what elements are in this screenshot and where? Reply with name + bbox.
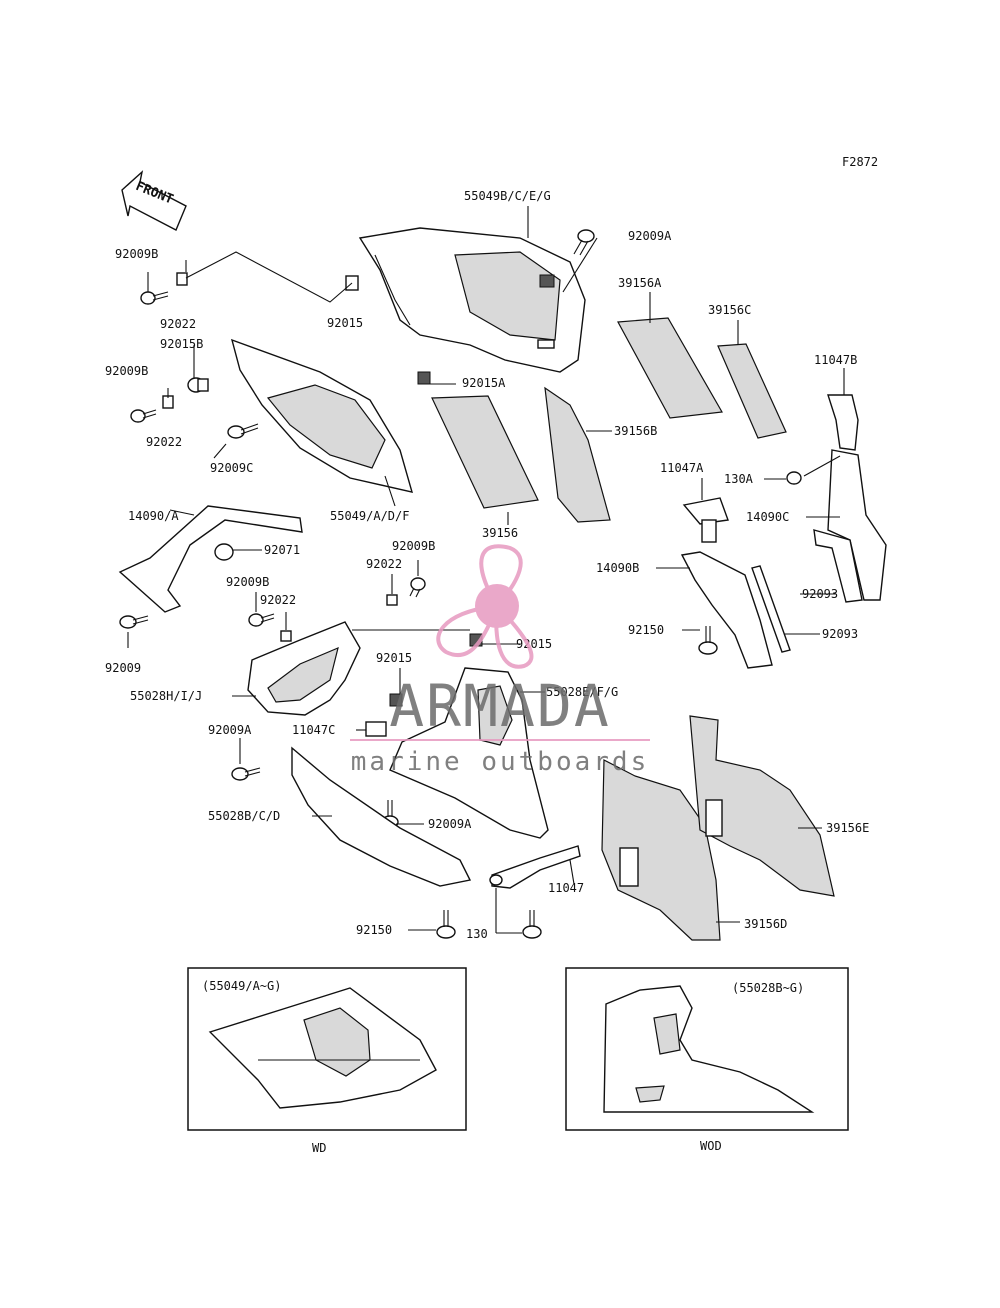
callout-39156c: 39156C: [708, 303, 751, 317]
callout-92015-mid2: 92015: [376, 651, 412, 665]
callout-92150-right: 92150: [628, 623, 664, 637]
inset-wd-label: WD: [312, 1141, 326, 1155]
callout-92015a: 92015A: [462, 376, 506, 390]
inset-wod: (55028B~G) WOD: [565, 967, 849, 1153]
bracket-11047-part: [489, 845, 581, 889]
callout-39156d: 39156D: [744, 917, 787, 931]
callout-92009a-top: 92009A: [628, 229, 672, 243]
callout-92022-mid: 92022: [146, 435, 182, 449]
callout-55049adf: 55049/A/D/F: [330, 509, 409, 523]
callout-92093-2: 92093: [822, 627, 858, 641]
callout-92015-mid1: 92015: [516, 637, 552, 651]
callout-11047a: 11047A: [660, 461, 704, 475]
watermark-tagline: marine outboards: [351, 747, 649, 777]
callout-39156b: 39156B: [614, 424, 657, 438]
callout-39156: 39156: [482, 526, 518, 540]
callout-39156e: 39156E: [826, 821, 869, 835]
upper-fairing-part: [358, 206, 598, 373]
callout-39156a: 39156A: [618, 276, 662, 290]
callout-55028efg: 55028E/F/G: [546, 685, 618, 699]
inset-wod-caption: (55028B~G): [732, 981, 804, 995]
large-pads: [601, 715, 835, 941]
callout-92009a-low: 92009A: [208, 723, 252, 737]
inner-pads: [431, 317, 787, 523]
callout-11047b: 11047B: [814, 353, 857, 367]
callout-55028bcd: 55028B/C/D: [208, 809, 280, 823]
callout-92015-top: 92015: [327, 316, 363, 330]
callout-92009a-bot: 92009A: [428, 817, 472, 831]
callout-55028hij: 55028H/I/J: [130, 689, 202, 703]
callout-92015b: 92015B: [160, 337, 203, 351]
callout-92022-low2: 92022: [260, 593, 296, 607]
callout-55049bceg: 55049B/C/E/G: [464, 189, 551, 203]
inset-wd-caption: (55049/A~G): [202, 979, 281, 993]
callout-92009b-top: 92009B: [115, 247, 158, 261]
callout-130: 130: [466, 927, 488, 941]
part-callouts: 55049B/C/E/G 92009A 92009B 92022 92015 9…: [105, 189, 869, 941]
callout-92009b-low: 92009B: [392, 539, 435, 553]
front-arrow-icon: FRONT: [121, 170, 187, 231]
lower-cowl-part: [389, 667, 549, 839]
inset-wd: (55049/A~G) WD: [187, 967, 467, 1155]
callout-130a: 130A: [724, 472, 754, 486]
watermark-brand: ARMADA: [389, 672, 611, 740]
lower-left-fairing-part: [230, 338, 413, 507]
armada-watermark: ARMADA marine outboards: [350, 544, 650, 777]
callout-92022-top: 92022: [160, 317, 196, 331]
propeller-logo-icon: [436, 544, 534, 669]
callout-92009c: 92009C: [210, 461, 253, 475]
callout-92071: 92071: [264, 543, 300, 557]
callout-92009: 92009: [105, 661, 141, 675]
inset-wod-label: WOD: [700, 1139, 722, 1153]
callout-14090a: 14090/A: [128, 509, 179, 523]
lower-cowl-left-part: [291, 746, 472, 887]
figure-code: F2872: [842, 155, 878, 169]
leader-lines: [127, 251, 845, 934]
callout-11047: 11047: [548, 881, 584, 895]
callout-11047c: 11047C: [292, 723, 335, 737]
callout-92009b-mid: 92009B: [105, 364, 148, 378]
callout-92009b-low2: 92009B: [226, 575, 269, 589]
callout-14090b: 14090B: [596, 561, 639, 575]
callout-92093-1: 92093: [802, 587, 838, 601]
callout-92150-bot: 92150: [356, 923, 392, 937]
brackets-right: [680, 394, 887, 669]
duct-part: [247, 621, 361, 716]
left-bracket-part: [118, 505, 303, 613]
callout-92022-low1: 92022: [366, 557, 402, 571]
callout-14090c: 14090C: [746, 510, 789, 524]
